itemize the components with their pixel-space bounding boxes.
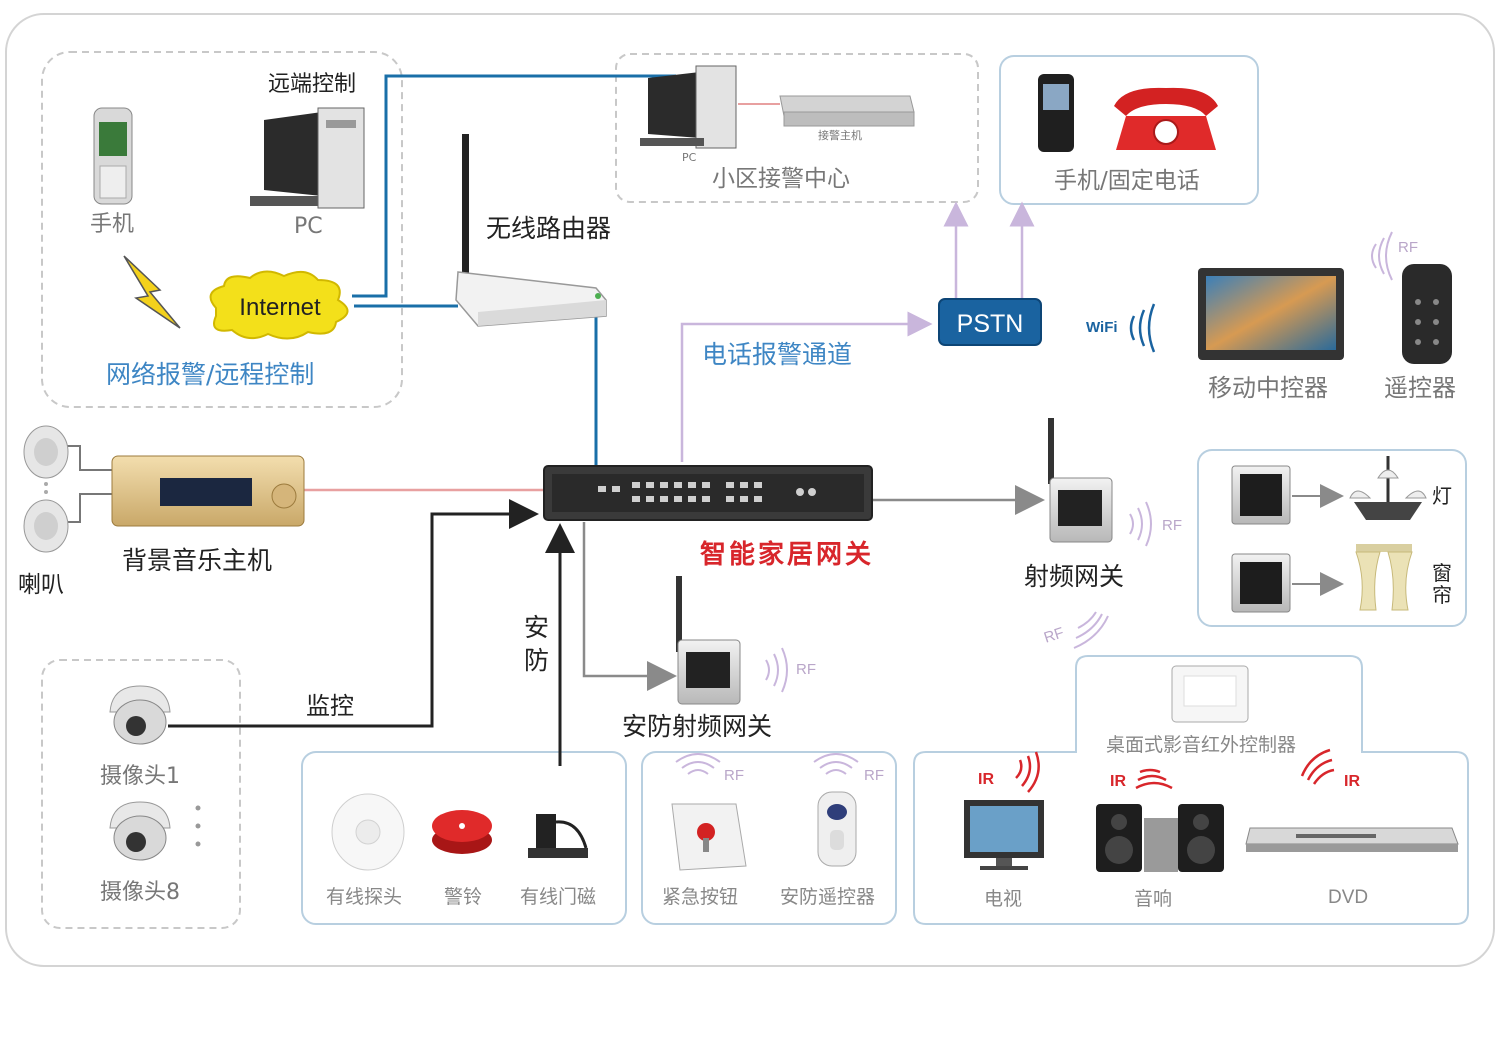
rf-sensors-box <box>641 751 897 925</box>
wifi-label: WiFi <box>1086 319 1118 336</box>
camera-8-icon <box>109 801 171 861</box>
wifi-signal-icon <box>1129 303 1156 353</box>
audio-system-icon <box>1096 804 1224 872</box>
security-rf-gateway-icon <box>676 576 741 705</box>
network-group-box <box>41 51 403 408</box>
community-center-box <box>615 53 979 203</box>
phone-landline-label: 手机/固定电话 <box>1054 168 1200 194</box>
phone-alarm-channel-label: 电话报警通道 <box>702 340 853 369</box>
monitor-label: 监控 <box>306 692 354 720</box>
emergency-button-label: 紧急按钮 <box>662 886 739 908</box>
community-pc-label: PC <box>682 151 697 164</box>
cellphone-icon <box>1038 74 1074 152</box>
lamp-label: 灯 <box>1432 484 1452 508</box>
dvd-label: DVD <box>1328 887 1369 908</box>
lighting-box <box>1197 449 1467 627</box>
internet-label: Internet <box>239 294 321 321</box>
phone-label: 手机 <box>90 212 135 237</box>
wired-detector-icon <box>331 793 405 871</box>
ir-label-audio: IR <box>1110 773 1126 790</box>
rf-remote-icon <box>1402 264 1452 364</box>
community-center-label: 小区接警中心 <box>712 166 850 192</box>
rf-waves-emergency-icon <box>675 753 721 775</box>
alarm-host-label: 接警主机 <box>818 129 862 142</box>
desktop-ir-controller-icon <box>1171 665 1249 723</box>
chandelier-icon <box>1349 456 1427 520</box>
gateway-title: 智能家居网关 <box>700 540 875 570</box>
ir-label-dvd: IR <box>1344 773 1360 790</box>
rf-label-remote: RF <box>1398 239 1418 256</box>
curtain-icon <box>1355 544 1413 611</box>
alarm-bell-icon <box>432 810 492 854</box>
tv-label: 电视 <box>984 888 1023 910</box>
tv-icon <box>964 800 1044 870</box>
wired-sensors-box <box>301 751 627 925</box>
wireless-router-icon <box>455 134 607 327</box>
mobile-phone-icon <box>93 107 133 205</box>
rf-gateway-label: 射频网关 <box>1024 562 1125 591</box>
desktop-ir-label: 桌面式影音红外控制器 <box>1106 734 1297 756</box>
pstn-node: PSTN <box>938 298 1042 346</box>
smart-home-gateway-icon <box>543 465 873 521</box>
lamp-switch-icon <box>1231 465 1291 525</box>
av-box <box>913 655 1469 925</box>
camera-1-icon <box>109 685 171 745</box>
background-music-host-icon <box>111 455 305 527</box>
pc-icon <box>250 107 365 209</box>
rf-waves-lower-icon <box>1073 611 1109 649</box>
rf-waves-security-icon <box>765 647 788 693</box>
camera-group-box <box>41 659 241 929</box>
community-pc-icon <box>640 65 737 149</box>
internet-remote-line <box>352 74 676 298</box>
rf-label-secremote: RF <box>864 767 884 784</box>
mobile-controller-label: 移动中控器 <box>1208 374 1328 402</box>
phone-alarm-line <box>680 311 933 462</box>
rf-label-gateway: RF <box>1162 517 1182 534</box>
audio-label: 音响 <box>1134 888 1173 910</box>
remote-label: 遥控器 <box>1384 374 1456 402</box>
ir-waves-audio-icon <box>1135 768 1173 790</box>
rf-label-security: RF <box>796 661 816 678</box>
bg-music-host-label: 背景音乐主机 <box>122 546 273 575</box>
security-remote-label: 安防遥控器 <box>780 886 876 908</box>
camera-1-label: 摄像头1 <box>100 764 180 789</box>
rf-waves-remote-icon <box>1371 231 1393 281</box>
phone-box <box>999 55 1259 205</box>
security-label: 安防 <box>524 613 550 675</box>
ellipsis-dots-icon <box>195 805 201 847</box>
rf-gateway-icon <box>1048 418 1113 543</box>
wireless-router-label: 无线路由器 <box>486 214 612 243</box>
rf-waves-secremote-icon <box>813 753 859 775</box>
emergency-button-icon <box>671 803 747 871</box>
camera-8-label: 摄像头8 <box>100 880 180 905</box>
alarm-bell-label: 警铃 <box>444 886 483 908</box>
landline-telephone-icon <box>1114 87 1218 150</box>
dvd-player-icon <box>1245 827 1459 852</box>
curtain-switch-icon <box>1231 553 1291 613</box>
ir-waves-tv-icon <box>1015 751 1040 793</box>
wired-door-label: 有线门磁 <box>520 886 597 908</box>
net-alarm-label: 网络报警/远程控制 <box>106 360 315 389</box>
speaker-label: 喇叭 <box>18 572 64 598</box>
ir-label-tv: IR <box>978 771 994 788</box>
curtain-label: 窗帘 <box>1432 561 1452 607</box>
security-rf-gateway-label: 安防射频网关 <box>622 712 773 741</box>
monitor-line <box>168 499 539 728</box>
rf-waves-gateway-icon <box>1129 501 1152 547</box>
ir-waves-dvd-icon <box>1300 748 1335 785</box>
lightning-icon <box>123 255 181 329</box>
wired-detector-label: 有线探头 <box>326 886 403 908</box>
alarm-host-icon <box>779 95 915 127</box>
remote-control-label: 远端控制 <box>268 72 357 97</box>
pc-label: PC <box>294 214 323 239</box>
rf-label-emergency: RF <box>724 767 744 784</box>
wired-door-sensor-icon <box>528 814 588 858</box>
speaker-wires <box>62 445 112 523</box>
mobile-controller-icon <box>1198 268 1344 360</box>
security-remote-icon <box>817 791 857 867</box>
gateway-to-securityrf-line <box>582 522 677 691</box>
internet-cloud-icon <box>209 270 349 340</box>
ceiling-speaker-icon <box>23 425 69 553</box>
